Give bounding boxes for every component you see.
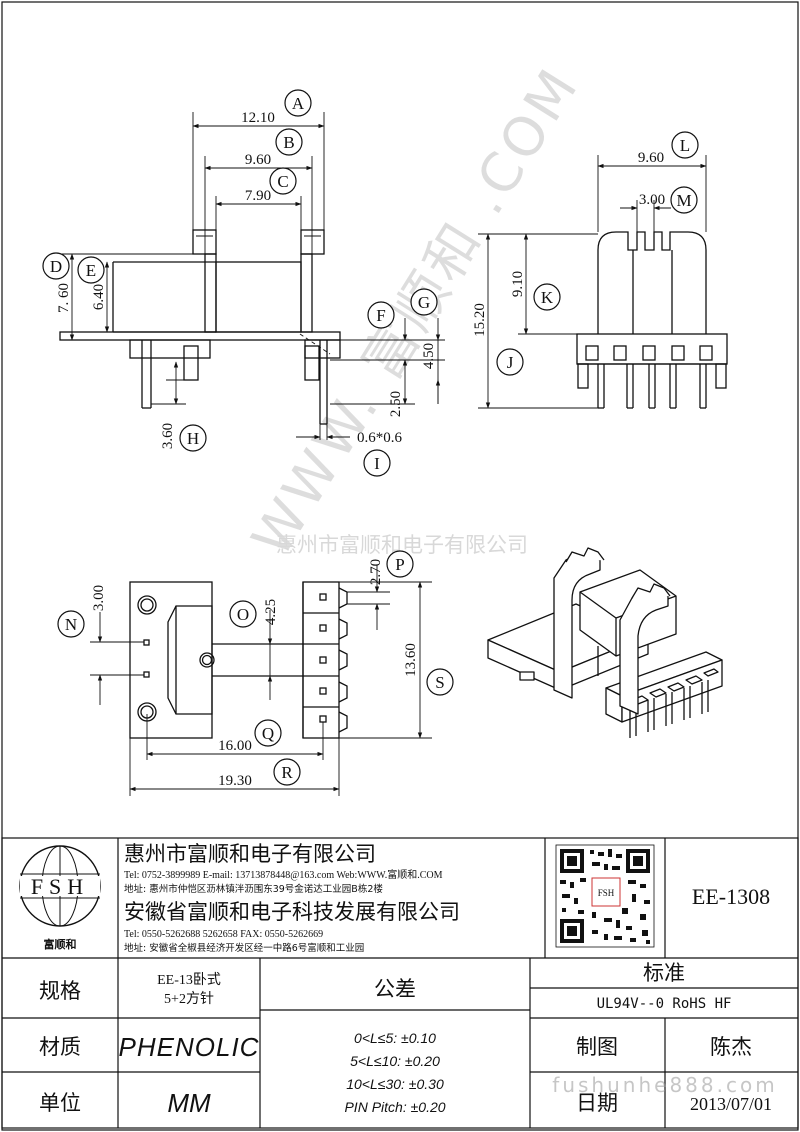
spec-value-line1: EE-13卧式 [157,972,221,988]
tolerance-3: 10<L≤30: ±0.30 [346,1076,444,1092]
dim-r-letter: R [281,763,293,782]
dim-e-value: 6.40 [91,284,107,310]
dim-i-value: 0.6*0.6 [357,430,403,446]
spec-label: 规格 [39,979,81,1003]
dim-q-letter: Q [262,724,274,743]
dim-k-letter: K [541,288,554,307]
logo-caption: 富顺和 [44,937,77,951]
side-view-labels: 9.60 L 3.00 M 15.20 J 9.10 K [472,131,699,376]
company2-address: 地址: 安徽省全椒县经济开发区经一中路6号富顺和工业园 [124,942,364,954]
side-view [576,231,728,409]
part-number: EE-1308 [692,884,770,909]
front-view-dimensions [58,112,445,440]
bottom-view-dimensions [90,565,432,796]
tolerance-4: PIN Pitch: ±0.20 [344,1099,445,1115]
company1-name: 惠州市富顺和电子有限公司 [124,842,376,866]
front-view-labels: 12.10 A 9.60 B 7.90 C D 7. 60 E 6.40 F 2… [42,89,438,477]
tolerance-label: 公差 [374,977,416,1001]
dim-j-value: 15.20 [472,303,488,337]
dim-m-letter: M [676,191,691,210]
dim-d-letter: D [50,257,62,276]
front-view [59,229,341,425]
dim-a-letter: A [292,94,305,113]
material-value: PHENOLIC [119,1032,260,1062]
watermark-site: fushunhe888.com [552,1073,777,1097]
dim-c-value: 7.90 [245,188,271,204]
qr-label: FSH [598,888,615,898]
unit-label: 单位 [39,1091,81,1115]
isometric-view [487,547,723,738]
tolerance-2: 5<L≤10: ±0.20 [350,1053,440,1069]
company1-contact: Tel: 0752-3899989 E-mail: 13713878448@16… [124,868,443,881]
dim-s-value: 13.60 [403,643,419,677]
drawn-label: 制图 [576,1035,618,1059]
dim-b-value: 9.60 [245,152,271,168]
bottom-view-labels: 3.00 N O 4.25 2.70 P 13.60 S 16.00 Q 19.… [57,550,454,789]
dim-q-value: 16.00 [218,738,252,754]
dim-m-value: 3.00 [639,192,665,208]
dim-p-letter: P [395,555,404,574]
dim-d-value: 7. 60 [56,283,72,313]
title-block [1,837,799,1129]
bottom-view [129,581,348,739]
standard-label: 标准 [643,961,685,985]
spec-value-line2: 5+2方针 [164,991,214,1007]
date-value: 2013/07/01 [690,1094,772,1114]
fsh-logo: FSH 富顺和 [19,845,101,951]
dim-c-letter: C [277,172,288,191]
dim-h-value: 3.60 [160,423,176,449]
dim-s-letter: S [435,673,444,692]
dim-j-letter: J [507,353,514,372]
company2-contact: Tel: 0550-5262688 5262658 FAX: 0550-5262… [124,929,323,940]
company1-address: 地址: 惠州市仲恺区沥林镇泮沥围东39号金诺达工业园B栋2楼 [124,883,383,895]
dim-a-value: 12.10 [241,110,275,126]
material-label: 材质 [39,1035,81,1059]
dim-b-letter: B [283,133,294,152]
dim-o-value: 4.25 [263,599,279,625]
date-label: 日期 [576,1091,618,1115]
dim-i-letter: I [374,454,380,473]
dim-f-value: 2.50 [388,391,404,417]
dim-h-letter: H [187,429,199,448]
dim-l-value: 9.60 [638,150,664,166]
tolerance-1: 0<L≤5: ±0.10 [354,1030,436,1046]
dim-r-value: 19.30 [218,773,252,789]
dim-g-value: 4.50 [421,343,437,369]
company2-name: 安徽省富顺和电子科技发展有限公司 [124,900,460,924]
dim-k-value: 9.10 [510,271,526,297]
drawn-value: 陈杰 [710,1035,752,1059]
dim-g-letter: G [418,293,430,312]
logo-text: FSH [31,874,89,899]
unit-value: MM [167,1088,211,1118]
dim-o-letter: O [237,605,249,624]
dim-l-letter: L [680,136,690,155]
qr-code: FSH [555,844,655,948]
dim-n-letter: N [65,615,77,634]
dim-p-value: 2.70 [368,559,384,585]
dim-f-letter: F [376,306,385,325]
dim-e-letter: E [86,261,96,280]
side-view-dimensions [478,155,707,409]
dim-n-value: 3.00 [91,585,107,611]
standard-value: UL94V--0 RoHS HF [597,996,732,1012]
